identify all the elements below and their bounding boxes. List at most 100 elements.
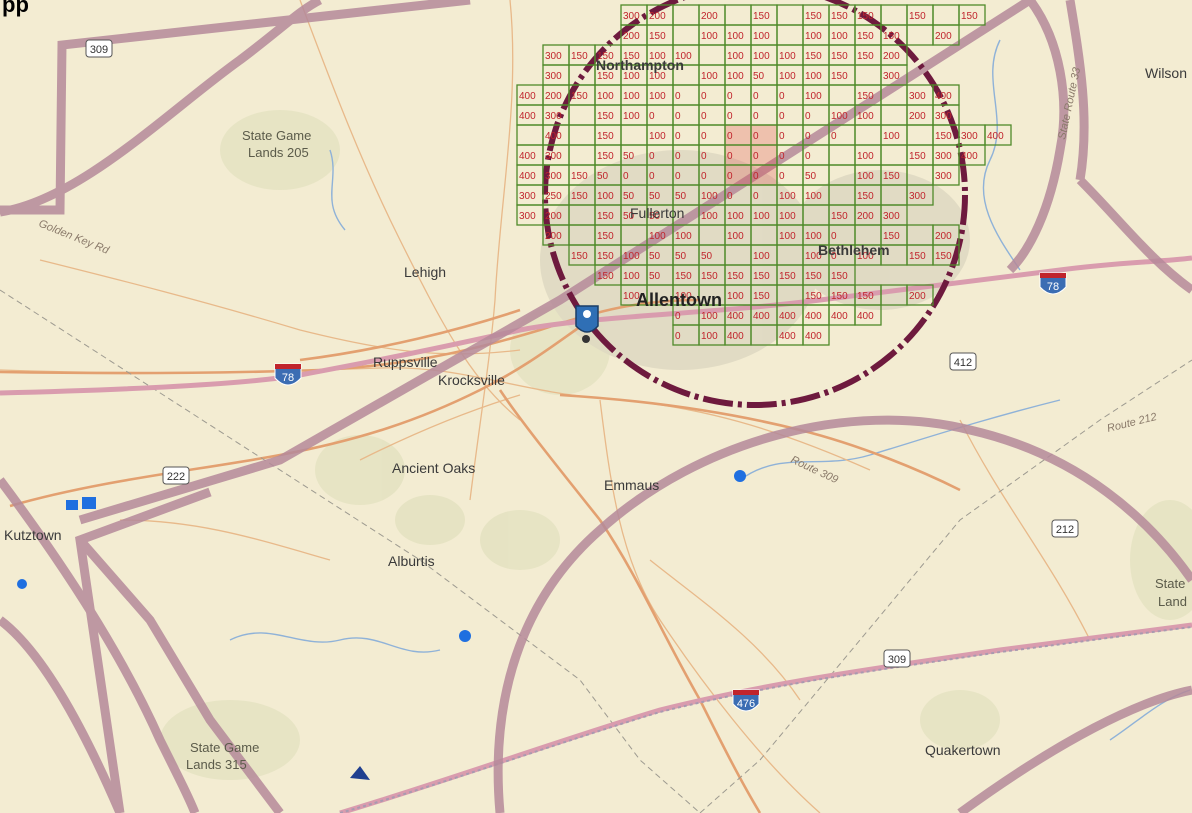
grid-cell-value: 100 bbox=[649, 231, 666, 242]
grid-cell-value: 200 bbox=[545, 91, 562, 102]
grid-cell-value: 100 bbox=[623, 251, 640, 262]
shield-i78-left: 78 bbox=[274, 363, 302, 386]
grid-cell-value: 150 bbox=[753, 11, 770, 22]
grid-cell-value: 200 bbox=[909, 291, 926, 302]
route-shields: 309 78 78 222 412 212 309 bbox=[85, 39, 1079, 712]
grid-cell-value: 400 bbox=[519, 171, 536, 182]
grid-cell-value: 150 bbox=[857, 31, 874, 42]
grid-cell-value: 150 bbox=[727, 271, 744, 282]
grid-cell-value: 100 bbox=[753, 51, 770, 62]
svg-text:78: 78 bbox=[282, 372, 294, 384]
grid-cell-value: 100 bbox=[701, 331, 718, 342]
grid-cell-value: 150 bbox=[571, 51, 588, 62]
grid-cell-value: 150 bbox=[805, 291, 822, 302]
grid-cell bbox=[854, 124, 882, 146]
svg-text:476: 476 bbox=[737, 698, 755, 710]
blue-marker-icon[interactable] bbox=[459, 630, 471, 642]
grid-cell-value: 150 bbox=[571, 171, 588, 182]
grid-cell-value: 150 bbox=[909, 151, 926, 162]
grid-cell-value: 100 bbox=[857, 151, 874, 162]
label-state-land-a: State bbox=[1155, 576, 1185, 591]
grid-cell-value: 100 bbox=[857, 171, 874, 182]
grid-cell bbox=[672, 4, 700, 26]
grid-cell-value: 0 bbox=[649, 111, 655, 122]
grid-cell bbox=[906, 284, 934, 306]
grid-cell-value: 50 bbox=[649, 191, 661, 202]
grid-cell-value: 100 bbox=[831, 111, 848, 122]
grid-cell-value: 0 bbox=[727, 131, 733, 142]
grid-cell-value: 50 bbox=[649, 211, 661, 222]
grid-cell bbox=[932, 24, 960, 46]
grid-cell-value: 100 bbox=[727, 71, 744, 82]
label-fullerton: Fullerton bbox=[630, 205, 684, 221]
blue-marker-icon[interactable] bbox=[82, 497, 96, 509]
grid-cell-value: 100 bbox=[753, 31, 770, 42]
grid-cell-value: 0 bbox=[753, 171, 759, 182]
grid-cell-value: 150 bbox=[805, 11, 822, 22]
svg-text:309: 309 bbox=[888, 654, 906, 666]
grid-cell-value: 150 bbox=[597, 131, 614, 142]
grid-cell-value: 300 bbox=[545, 71, 562, 82]
svg-text:212: 212 bbox=[1056, 524, 1074, 536]
map-pin-icon[interactable] bbox=[575, 305, 599, 343]
boundary-lines bbox=[0, 289, 1192, 813]
grid-cell-value: 100 bbox=[883, 131, 900, 142]
grid-cell-value: 150 bbox=[883, 171, 900, 182]
grid-cell-value: 400 bbox=[935, 91, 952, 102]
grid-cell-value: 100 bbox=[779, 191, 796, 202]
label-bethlehem: Bethlehem bbox=[818, 242, 890, 258]
grid-cell-value: 100 bbox=[623, 71, 640, 82]
grid-cell bbox=[828, 84, 856, 106]
shield-i476: 476 bbox=[732, 689, 760, 712]
rivers bbox=[229, 39, 1191, 741]
grid-cell-value: 0 bbox=[649, 151, 655, 162]
grid-cell-value: 0 bbox=[779, 111, 785, 122]
grid-cell-value: 100 bbox=[779, 71, 796, 82]
grid-cell-value: 0 bbox=[649, 171, 655, 182]
grid-cell-value: 150 bbox=[597, 111, 614, 122]
grid-cell bbox=[880, 4, 908, 26]
grid-cell-value: 0 bbox=[831, 251, 837, 262]
grid-cell-value: 0 bbox=[675, 91, 681, 102]
grid-cell-value: 100 bbox=[597, 191, 614, 202]
label-alburtis: Alburtis bbox=[388, 553, 435, 569]
label-kutztown: Kutztown bbox=[4, 527, 62, 543]
grid-cell bbox=[568, 124, 596, 146]
grid-cell-value: 100 bbox=[623, 111, 640, 122]
grid-cell-value: 250 bbox=[545, 191, 562, 202]
grid-cell-value: 300 bbox=[545, 171, 562, 182]
markers[interactable] bbox=[17, 305, 746, 780]
grid-cell-value: 100 bbox=[753, 251, 770, 262]
grid-cell-value: 200 bbox=[545, 211, 562, 222]
grid-cell-value: 150 bbox=[857, 11, 874, 22]
grid-cell-value: 400 bbox=[727, 331, 744, 342]
grid-cell-value: 0 bbox=[701, 171, 707, 182]
grid-cell-value: 150 bbox=[597, 251, 614, 262]
grid-cell-value: 150 bbox=[597, 271, 614, 282]
grid-cell bbox=[958, 144, 986, 166]
grid-cell-value: 0 bbox=[779, 131, 785, 142]
grid-cell-value: 100 bbox=[805, 31, 822, 42]
blue-marker-icon[interactable] bbox=[66, 500, 78, 510]
grid-cell-value: 200 bbox=[701, 11, 718, 22]
blue-marker-icon[interactable] bbox=[734, 470, 746, 482]
grid-cell-value: 100 bbox=[727, 51, 744, 62]
blue-marker-icon[interactable] bbox=[17, 579, 27, 589]
grid-cell-value: 0 bbox=[727, 151, 733, 162]
grid-cell-value: 100 bbox=[675, 231, 692, 242]
grid-cell-value: 0 bbox=[701, 131, 707, 142]
grid-cell-value: 150 bbox=[805, 271, 822, 282]
grid-cell-value: 400 bbox=[805, 331, 822, 342]
shield-us309-bottom: 309 bbox=[883, 649, 911, 668]
grid-cell-value: 100 bbox=[805, 251, 822, 262]
grid-cell-value: 150 bbox=[675, 271, 692, 282]
grid-cell bbox=[776, 4, 804, 26]
grid-cell bbox=[802, 324, 830, 346]
grid-cell-value: 50 bbox=[623, 151, 635, 162]
grid-cell-value: 150 bbox=[623, 51, 640, 62]
grid-cell bbox=[568, 144, 596, 166]
blue-marker-icon[interactable] bbox=[350, 766, 370, 780]
grid-cell bbox=[776, 24, 804, 46]
